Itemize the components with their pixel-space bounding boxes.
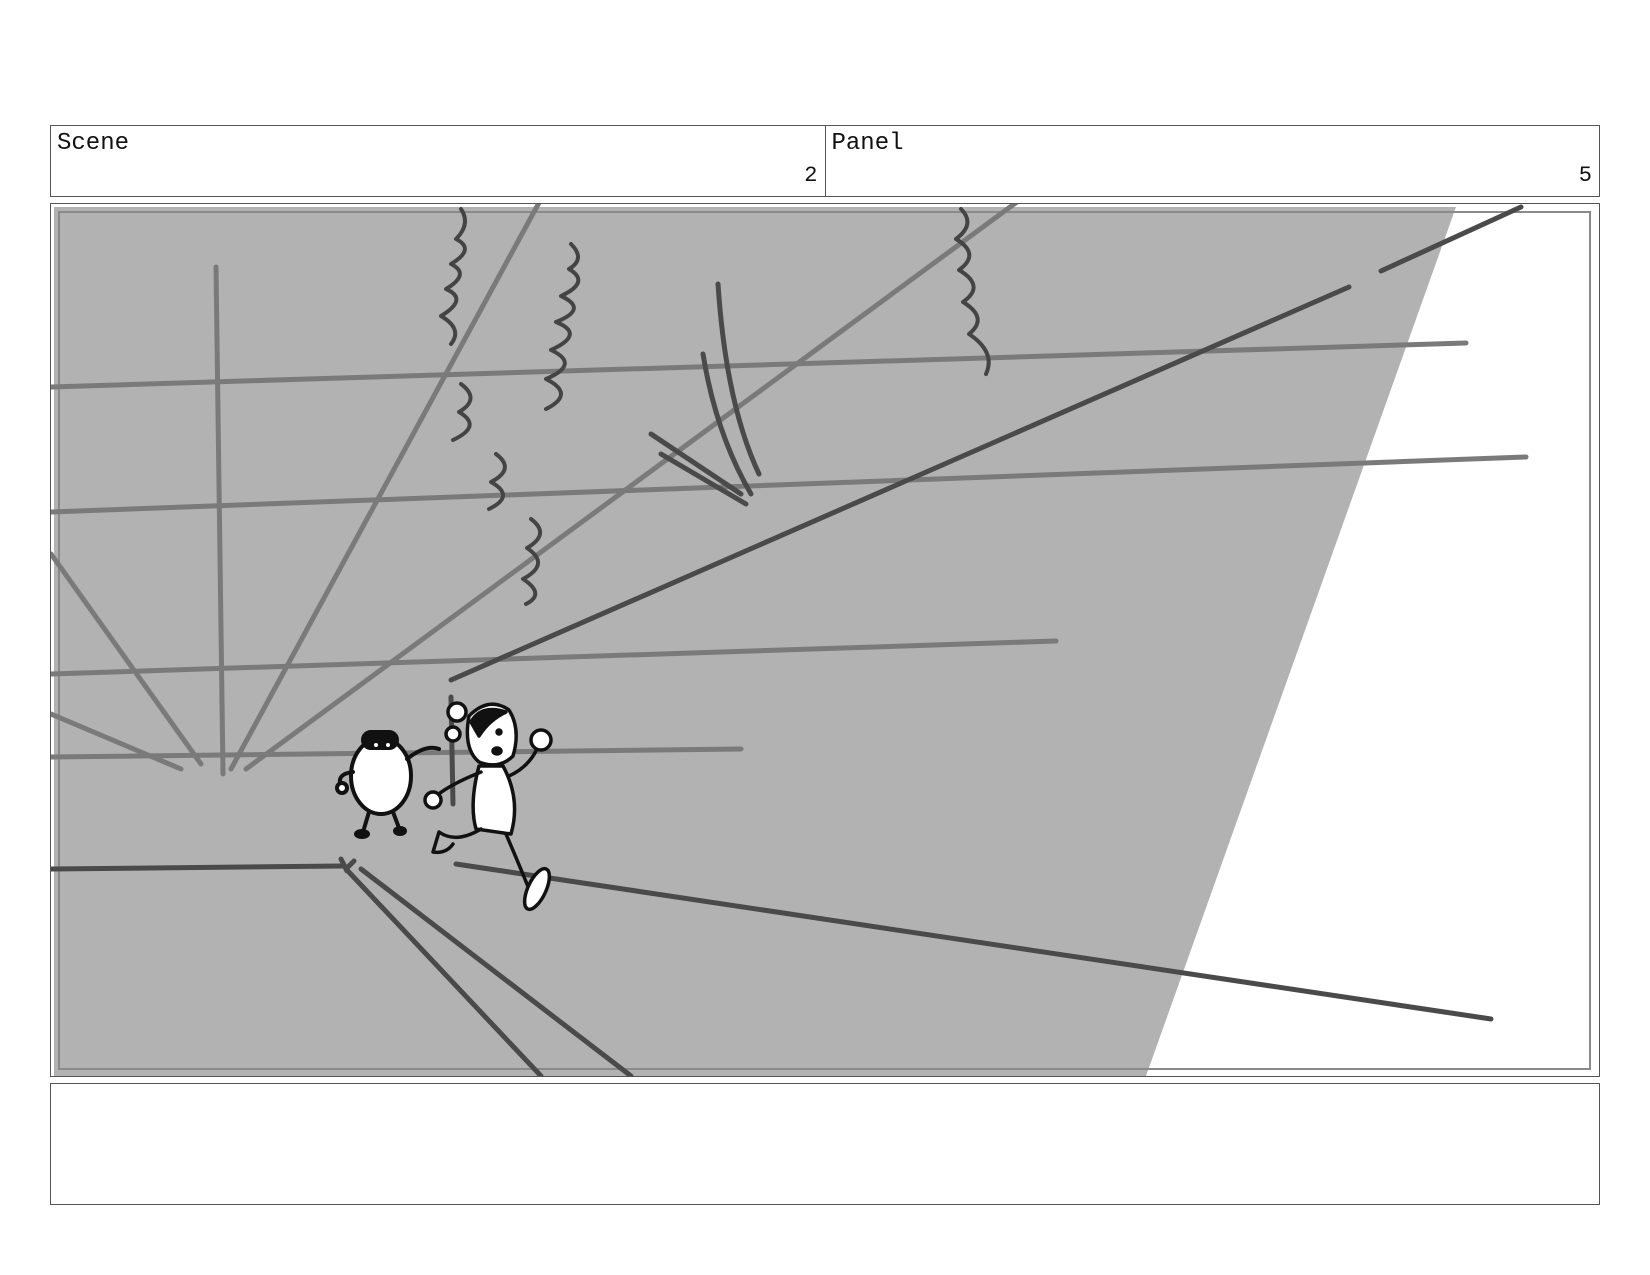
girl-character: [423, 701, 553, 912]
panel-number: 5: [1578, 163, 1592, 188]
scene-label: Scene: [57, 130, 130, 157]
storyboard-panel: [50, 203, 1600, 1077]
foliage-scribbles: [439, 207, 991, 606]
robot-character: [335, 730, 441, 839]
inner-frame: [58, 211, 1591, 1070]
shadow-region: [54, 207, 1456, 1076]
perspective-lines-light: [51, 204, 1529, 777]
panel-cell: Panel 5: [824, 126, 1600, 196]
notes-box: [50, 1083, 1600, 1205]
storyboard-header: Scene 2 Panel 5: [50, 125, 1600, 197]
scene-cell: Scene 2: [51, 126, 825, 196]
panel-drawing: [51, 204, 1591, 1076]
panel-label: Panel: [831, 130, 904, 157]
perspective-lines-dark: [51, 204, 1524, 1076]
scene-number: 2: [804, 163, 818, 188]
speed-streaks: [648, 281, 762, 507]
